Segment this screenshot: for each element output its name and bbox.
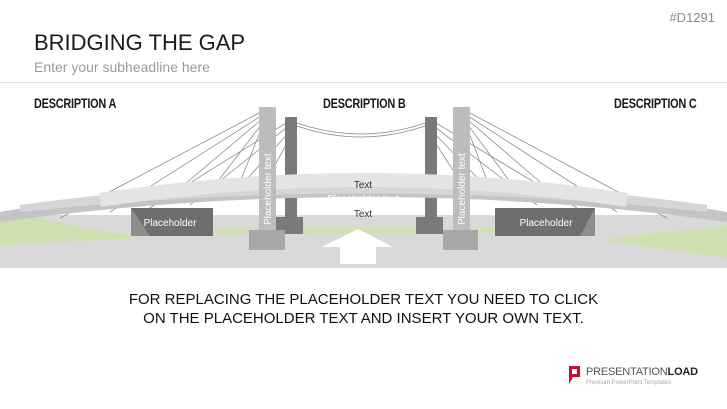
divider: [0, 82, 727, 83]
brand-logo-icon: [569, 366, 580, 384]
brand-name: PRESENTATIONLOAD: [586, 366, 698, 378]
description-c[interactable]: DESCRIPTION C: [614, 95, 697, 111]
description-b[interactable]: DESCRIPTION B: [323, 95, 406, 111]
bridge-diagram: Placeholder Placeholder Text Placeholder…: [0, 107, 727, 268]
pillar-left-text[interactable]: Placeholder text: [263, 153, 274, 225]
pillar-left: [259, 107, 276, 232]
rear-pillar-right: [425, 117, 437, 222]
description-a[interactable]: DESCRIPTION A: [34, 95, 117, 111]
base-rear-left: [276, 217, 303, 234]
rear-pillar-left: [285, 117, 297, 222]
deck-middle-text[interactable]: Placeholder text: [327, 194, 399, 205]
deck-top-text[interactable]: Text: [354, 180, 373, 191]
deck-bottom-text[interactable]: Text: [354, 209, 373, 220]
base-right: [443, 230, 478, 250]
base-rear-right: [416, 217, 443, 234]
pillar-right-text[interactable]: Placeholder text: [457, 153, 468, 225]
box-left-label[interactable]: Placeholder: [144, 218, 197, 229]
box-right-label[interactable]: Placeholder: [520, 218, 573, 229]
cables: [59, 111, 668, 219]
right-hill: [600, 225, 727, 258]
slide-subtitle[interactable]: Enter your subheadline here: [34, 59, 210, 75]
brand-tagline: Premium PowerPoint Templates: [586, 380, 672, 386]
slide-title[interactable]: BRIDGING THE GAP: [34, 30, 246, 55]
base-left: [249, 230, 285, 250]
box-left[interactable]: [131, 208, 213, 236]
arrow-up-icon: [322, 229, 393, 264]
left-hill: [0, 215, 140, 245]
box-right[interactable]: [495, 208, 595, 236]
pillar-right: [453, 107, 470, 232]
instruction-text[interactable]: FOR REPLACING THE PLACEHOLDER TEXT YOU N…: [128, 291, 599, 327]
slide-code: #D1291: [669, 10, 715, 25]
